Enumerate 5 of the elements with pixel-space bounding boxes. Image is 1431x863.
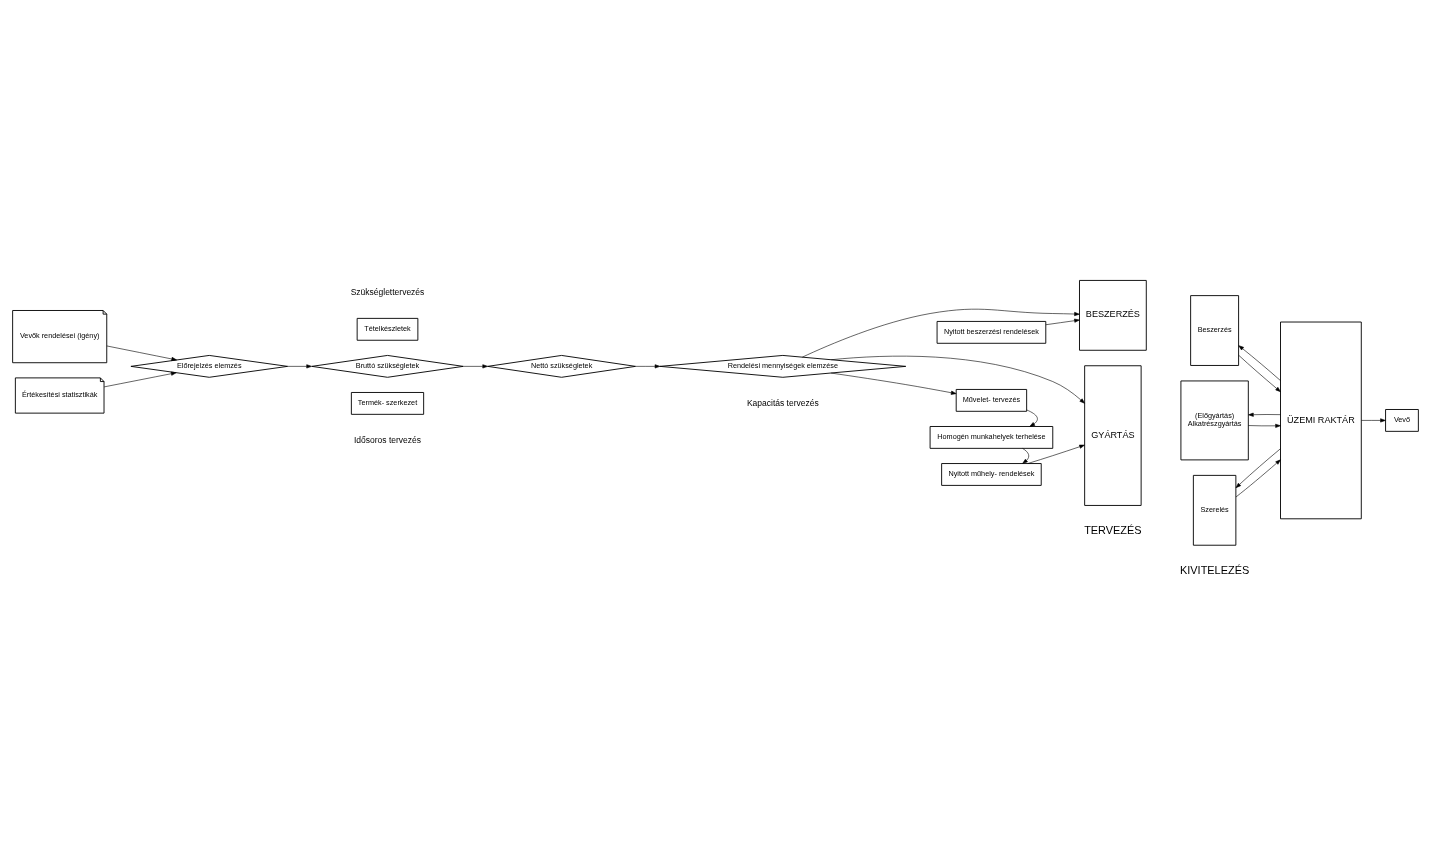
label: TERVEZÉS: [1084, 524, 1142, 537]
label: KIVITELEZÉS: [1180, 564, 1250, 577]
label: Kapacitás tervezés: [746, 397, 819, 408]
label: Szükséglettervezés: [350, 286, 425, 297]
label: Idősoros tervezés: [353, 434, 422, 445]
